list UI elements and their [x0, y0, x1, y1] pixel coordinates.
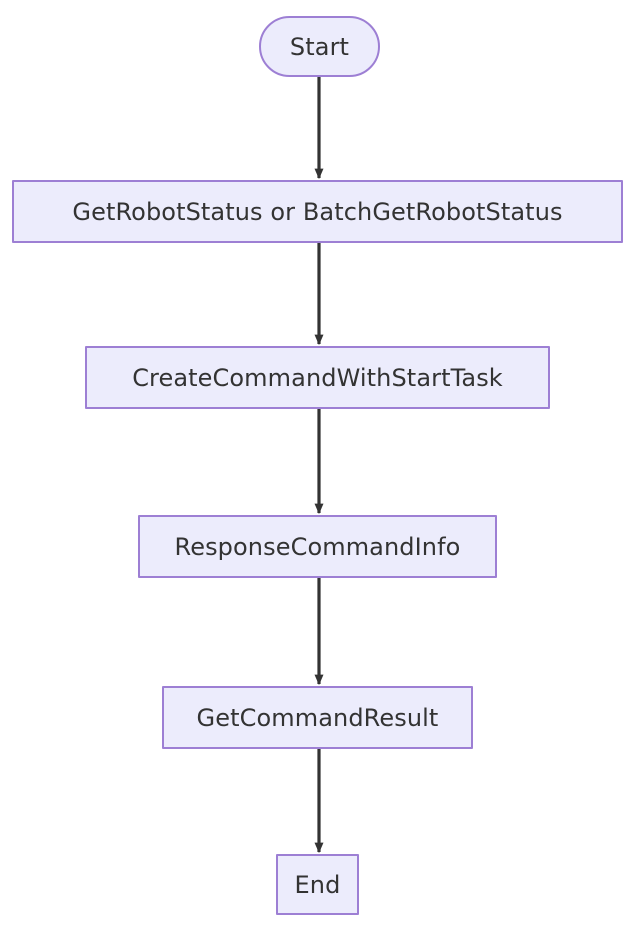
- node-get-robot-status-label: GetRobotStatus or BatchGetRobotStatus: [72, 197, 563, 226]
- node-start-label: Start: [289, 32, 350, 61]
- node-end[interactable]: End: [276, 854, 359, 915]
- node-response-command-info-label: ResponseCommandInfo: [174, 532, 461, 561]
- node-start[interactable]: Start: [259, 16, 380, 77]
- node-get-command-result-label: GetCommandResult: [196, 703, 439, 732]
- node-create-command-with-start-task[interactable]: CreateCommandWithStartTask: [85, 346, 550, 409]
- node-response-command-info[interactable]: ResponseCommandInfo: [138, 515, 497, 578]
- node-create-command-with-start-task-label: CreateCommandWithStartTask: [132, 363, 503, 392]
- node-get-robot-status[interactable]: GetRobotStatus or BatchGetRobotStatus: [12, 180, 623, 243]
- node-get-command-result[interactable]: GetCommandResult: [162, 686, 473, 749]
- node-end-label: End: [294, 870, 341, 899]
